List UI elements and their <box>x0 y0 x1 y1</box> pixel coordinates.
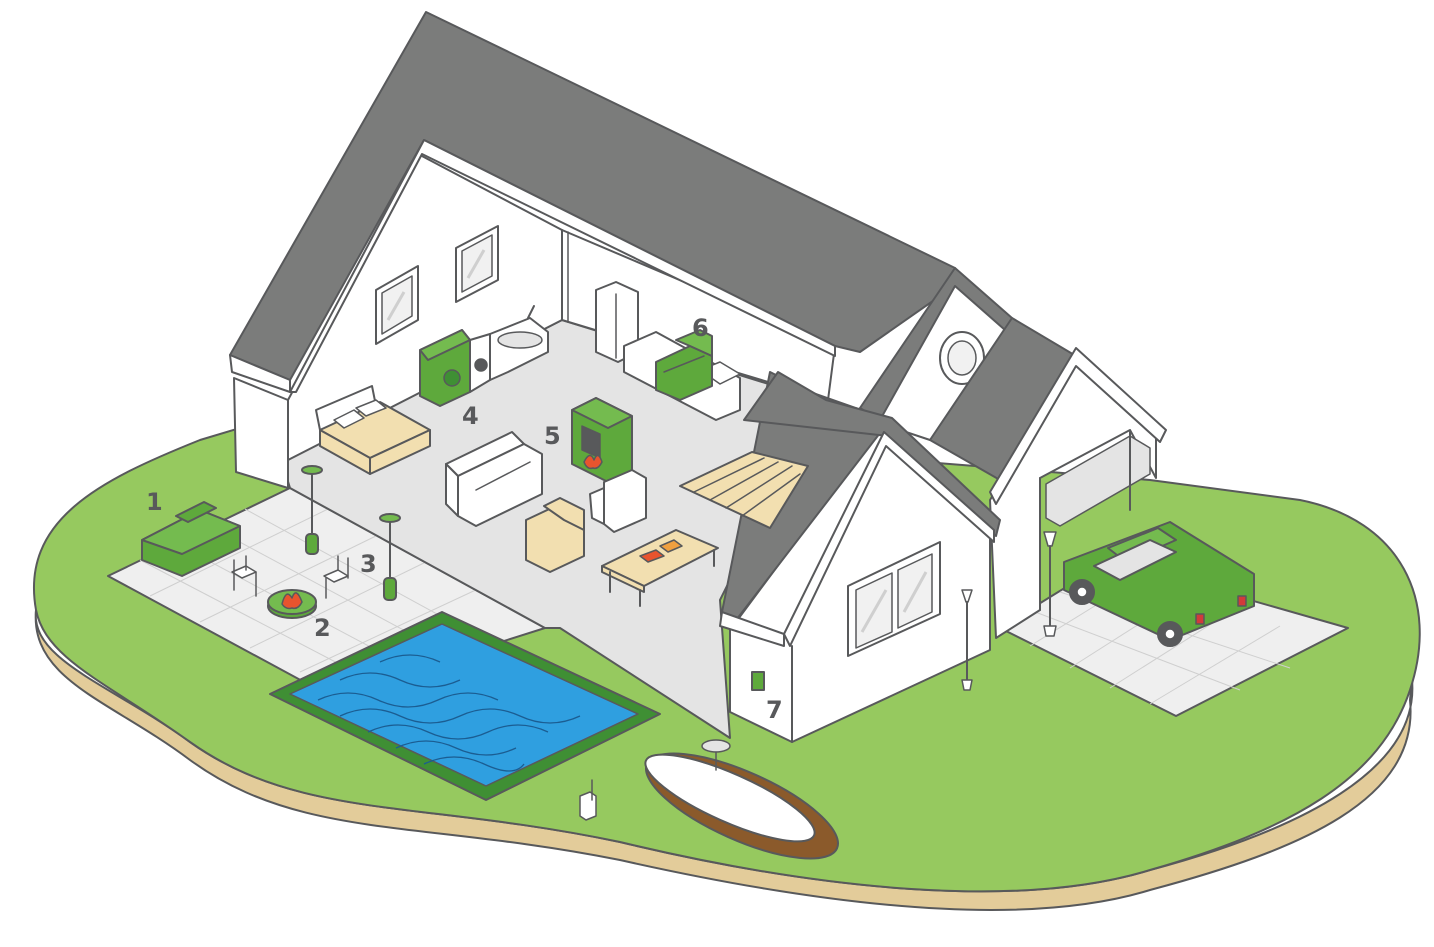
label-2: 2 <box>314 614 331 642</box>
label-7: 7 <box>766 696 783 724</box>
fireplace-stove-icon <box>572 398 632 482</box>
label-6: 6 <box>692 314 709 342</box>
label-1: 1 <box>146 488 163 516</box>
label-5: 5 <box>544 422 561 450</box>
label-4: 4 <box>462 402 479 430</box>
label-3: 3 <box>360 550 377 578</box>
fire-pit-icon <box>268 590 316 618</box>
meter-box-icon <box>752 672 764 690</box>
left-wall <box>234 378 288 488</box>
